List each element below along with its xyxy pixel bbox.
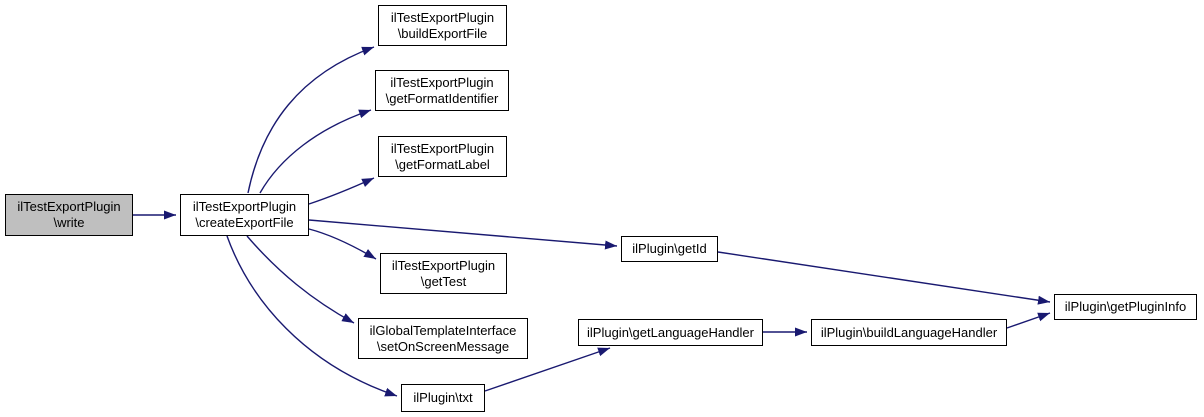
edge-getId-getPluginInfo: [717, 251, 1051, 305]
node-create-export-file[interactable]: ilTestExportPlugin \createExportFile: [180, 194, 309, 236]
node-txt[interactable]: ilPlugin\txt: [401, 384, 485, 412]
edge-createExportFile-getTest: [308, 228, 377, 260]
node-write[interactable]: ilTestExportPlugin \write: [5, 194, 133, 236]
node-build-export-file[interactable]: ilTestExportPlugin \buildExportFile: [378, 5, 507, 46]
node-get-test[interactable]: ilTestExportPlugin \getTest: [380, 253, 507, 294]
edge-createExportFile-getId: [308, 219, 618, 250]
edge-createExportFile-getFormatIdentifier: [259, 109, 372, 194]
node-label-line: ilPlugin\buildLanguageHandler: [820, 324, 998, 340]
node-set-on-screen-message[interactable]: ilGlobalTemplateInterface \setOnScreenMe…: [358, 318, 528, 359]
node-label-line: \write: [53, 215, 85, 230]
node-label-line: ilTestExportPlugin: [390, 140, 495, 156]
node-label-line: \setOnScreenMessage: [376, 338, 510, 354]
node-label-line: ilPlugin\txt: [413, 390, 473, 405]
node-get-language-handler[interactable]: ilPlugin\getLanguageHandler: [578, 319, 763, 346]
node-label-line: \getFormatIdentifier: [385, 90, 499, 106]
node-label-line: ilPlugin\getId: [632, 241, 707, 256]
node-label-line: ilTestExportPlugin: [391, 257, 496, 273]
node-label-line: ilTestExportPlugin: [390, 74, 494, 90]
node-label-line: ilTestExportPlugin: [390, 9, 495, 25]
node-get-format-identifier[interactable]: ilTestExportPlugin \getFormatIdentifier: [375, 70, 509, 111]
edge-createExportFile-txt: [226, 235, 398, 397]
node-label-line: \createExportFile: [195, 215, 294, 230]
node-build-language-handler[interactable]: ilPlugin\buildLanguageHandler: [811, 319, 1007, 346]
edge-createExportFile-buildExportFile: [247, 46, 375, 194]
edge-createExportFile-setOnScreenMessage: [246, 235, 355, 324]
node-label-line: ilPlugin\getLanguageHandler: [587, 324, 754, 340]
edge-buildLanguageHandler-getPluginInfo: [1006, 312, 1051, 329]
node-label-line: ilGlobalTemplateInterface: [369, 322, 517, 338]
node-get-plugin-info[interactable]: ilPlugin\getPluginInfo: [1054, 294, 1197, 320]
node-get-format-label[interactable]: ilTestExportPlugin \getFormatLabel: [378, 136, 507, 177]
node-label-line: ilTestExportPlugin: [17, 199, 121, 214]
node-label-line: ilPlugin\getPluginInfo: [1064, 299, 1187, 314]
node-label-line: \buildExportFile: [397, 25, 488, 41]
node-label-line: \getTest: [420, 273, 467, 289]
node-get-id[interactable]: ilPlugin\getId: [621, 236, 718, 262]
node-label-line: ilTestExportPlugin: [192, 199, 297, 214]
node-label-line: \getFormatLabel: [395, 156, 490, 172]
edge-createExportFile-getFormatLabel: [308, 177, 375, 205]
